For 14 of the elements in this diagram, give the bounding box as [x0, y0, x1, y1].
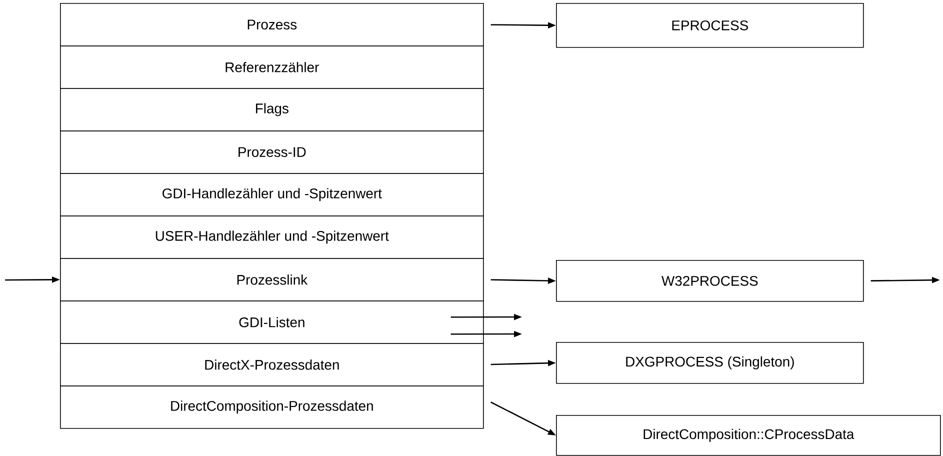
table-row: Referenzzähler	[60, 46, 484, 89]
table-row: DirectX-Prozessdaten	[60, 343, 484, 386]
structure-box: W32PROCESS	[556, 260, 864, 302]
table-row: GDI-Listen	[60, 300, 484, 344]
table-row: Flags	[60, 88, 484, 132]
table-row: Prozesslink	[60, 258, 484, 302]
table-row: GDI-Handlezähler und -Spitzenwert	[60, 172, 484, 216]
table-row: Prozess-ID	[60, 130, 484, 174]
structure-box: EPROCESS	[556, 3, 864, 48]
structure-box: DXGPROCESS (Singleton)	[556, 342, 864, 384]
table-row: Prozess	[60, 3, 484, 46]
table-row: USER-Handlezähler und -Spitzenwert	[60, 215, 484, 259]
structure-box: DirectComposition::CProcessData	[556, 415, 941, 456]
table-row: DirectComposition-Prozessdaten	[60, 386, 484, 429]
